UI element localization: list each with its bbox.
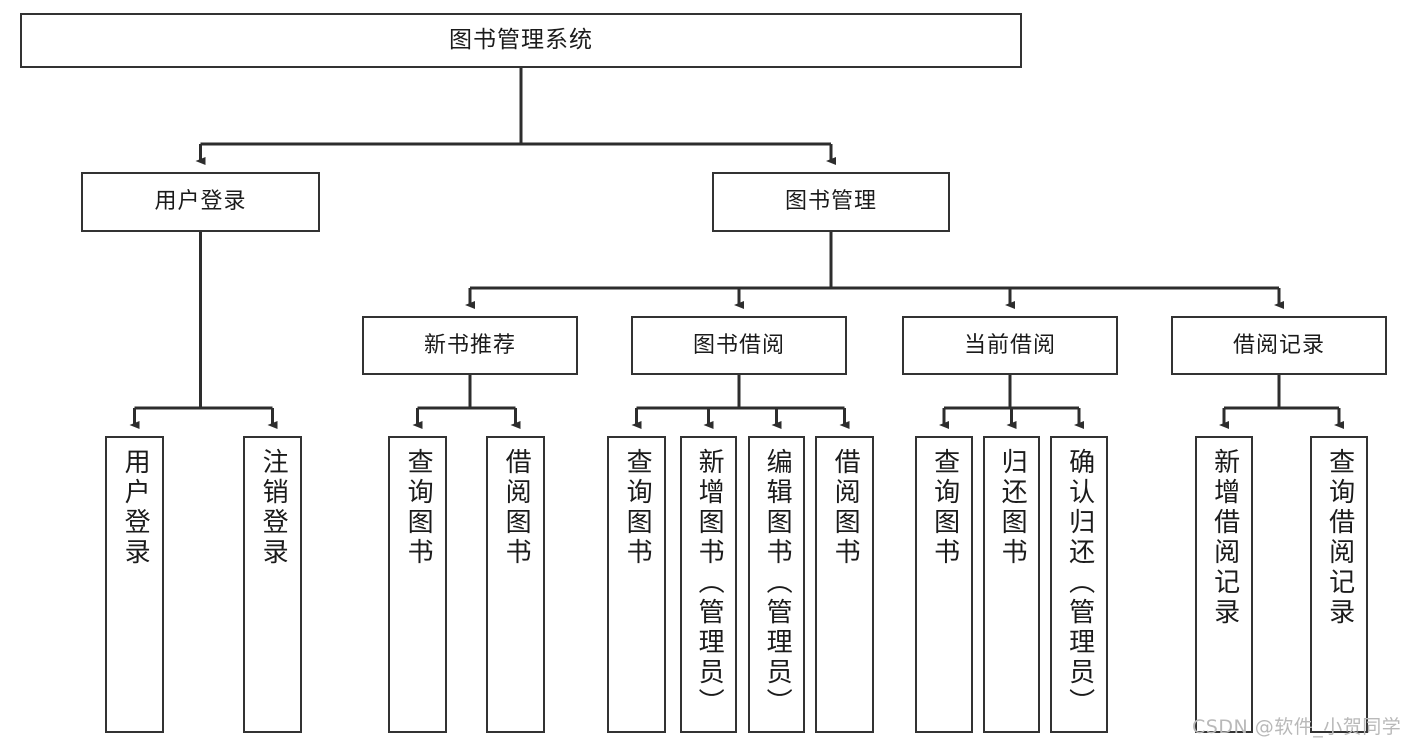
node-leaf-add-book[interactable]: 新增图书（管理员）: [680, 436, 737, 733]
node-label: 图书管理: [784, 189, 877, 215]
node-label: 当前借阅: [963, 332, 1056, 358]
node-leaf-query-book-3[interactable]: 查询图书: [915, 436, 973, 733]
node-leaf-confirm-return[interactable]: 确认归还（管理员）: [1050, 436, 1108, 733]
node-user-login[interactable]: 用户登录: [81, 172, 320, 232]
node-leaf-query-book-1[interactable]: 查询图书: [388, 436, 447, 733]
node-leaf-edit-book[interactable]: 编辑图书（管理员）: [748, 436, 805, 733]
node-label: 查询图书: [403, 448, 434, 568]
node-leaf-query-book-2[interactable]: 查询图书: [607, 436, 666, 733]
node-label: 查询借阅记录: [1324, 448, 1355, 628]
node-current-borrow[interactable]: 当前借阅: [902, 316, 1118, 375]
node-book-mgmt[interactable]: 图书管理: [712, 172, 950, 232]
node-label: 借阅图书: [501, 448, 532, 568]
node-label: 用户登录: [120, 448, 151, 568]
node-leaf-query-record[interactable]: 查询借阅记录: [1310, 436, 1368, 733]
node-root[interactable]: 图书管理系统: [20, 13, 1022, 68]
node-new-book-rec[interactable]: 新书推荐: [362, 316, 578, 375]
node-label: 图书借阅: [692, 332, 785, 358]
node-leaf-add-record[interactable]: 新增借阅记录: [1195, 436, 1253, 733]
node-label: 归还图书: [997, 448, 1028, 568]
node-label: 借阅图书: [830, 448, 861, 568]
node-label: 新增图书（管理员）: [694, 448, 725, 718]
node-label: 图书管理系统: [449, 27, 593, 54]
node-label: 编辑图书（管理员）: [762, 448, 793, 718]
node-borrow-records[interactable]: 借阅记录: [1171, 316, 1387, 375]
node-leaf-borrow-book-1[interactable]: 借阅图书: [486, 436, 545, 733]
node-label: 用户登录: [154, 189, 247, 215]
node-label: 查询图书: [622, 448, 653, 568]
node-label: 注销登录: [258, 448, 289, 568]
node-leaf-borrow-book-2[interactable]: 借阅图书: [815, 436, 874, 733]
node-label: 借阅记录: [1232, 332, 1325, 358]
node-label: 查询图书: [929, 448, 960, 568]
node-book-borrow[interactable]: 图书借阅: [631, 316, 847, 375]
node-label: 新书推荐: [423, 332, 516, 358]
node-label: 新增借阅记录: [1209, 448, 1240, 628]
node-leaf-return-book[interactable]: 归还图书: [983, 436, 1040, 733]
node-leaf-user-logout[interactable]: 注销登录: [243, 436, 302, 733]
watermark-text: CSDN @软件_小贺同学: [1192, 716, 1402, 738]
node-label: 确认归还（管理员）: [1064, 448, 1095, 718]
node-leaf-user-login[interactable]: 用户登录: [105, 436, 164, 733]
